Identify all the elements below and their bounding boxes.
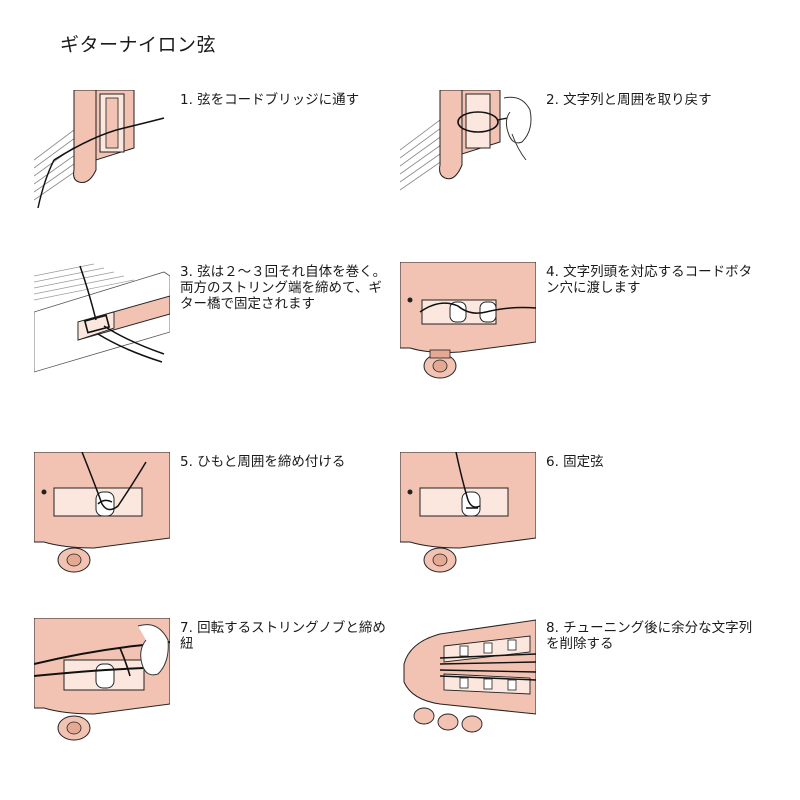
- step-1-caption: 1. 弦をコードブリッジに通す: [180, 92, 360, 108]
- step-5-illustration: [34, 452, 170, 580]
- step-3-illustration: [34, 262, 170, 390]
- step-6: 6. 固定弦: [400, 452, 760, 582]
- step-4-caption: 4. 文字列頭を対応するコードボタン穴に渡します: [546, 264, 753, 296]
- step-6-illustration: [400, 452, 536, 580]
- step-8: 8. チューニング後に余分な文字列を削除する: [400, 618, 760, 748]
- step-8-caption: 8. チューニング後に余分な文字列を削除する: [546, 620, 753, 652]
- step-7-caption: 7. 回転するストリングノブと締め紐: [180, 620, 386, 652]
- page-title: ギターナイロン弦: [60, 34, 217, 56]
- step-5: 5. ひもと周囲を締め付ける: [34, 452, 394, 582]
- step-3: 3. 弦は２～３回それ自体を巻く。両方のストリング端を締めて、ギター橋で固定され…: [34, 262, 394, 392]
- step-2: 2. 文字列と周囲を取り戻す: [400, 90, 760, 220]
- step-4: 4. 文字列頭を対応するコードボタン穴に渡します: [400, 262, 760, 392]
- step-2-caption: 2. 文字列と周囲を取り戻す: [546, 92, 712, 108]
- step-6-caption: 6. 固定弦: [546, 454, 604, 470]
- step-5-caption: 5. ひもと周囲を締め付ける: [180, 454, 346, 470]
- step-1: 1. 弦をコードブリッジに通す: [34, 90, 394, 220]
- step-1-illustration: [34, 90, 170, 218]
- step-2-illustration: [400, 90, 536, 218]
- step-3-caption: 3. 弦は２～３回それ自体を巻く。両方のストリング端を締めて、ギター橋で固定され…: [180, 264, 387, 312]
- step-4-illustration: [400, 262, 536, 390]
- step-8-illustration: [400, 618, 536, 746]
- step-7-illustration: [34, 618, 170, 746]
- step-7: 7. 回転するストリングノブと締め紐: [34, 618, 394, 748]
